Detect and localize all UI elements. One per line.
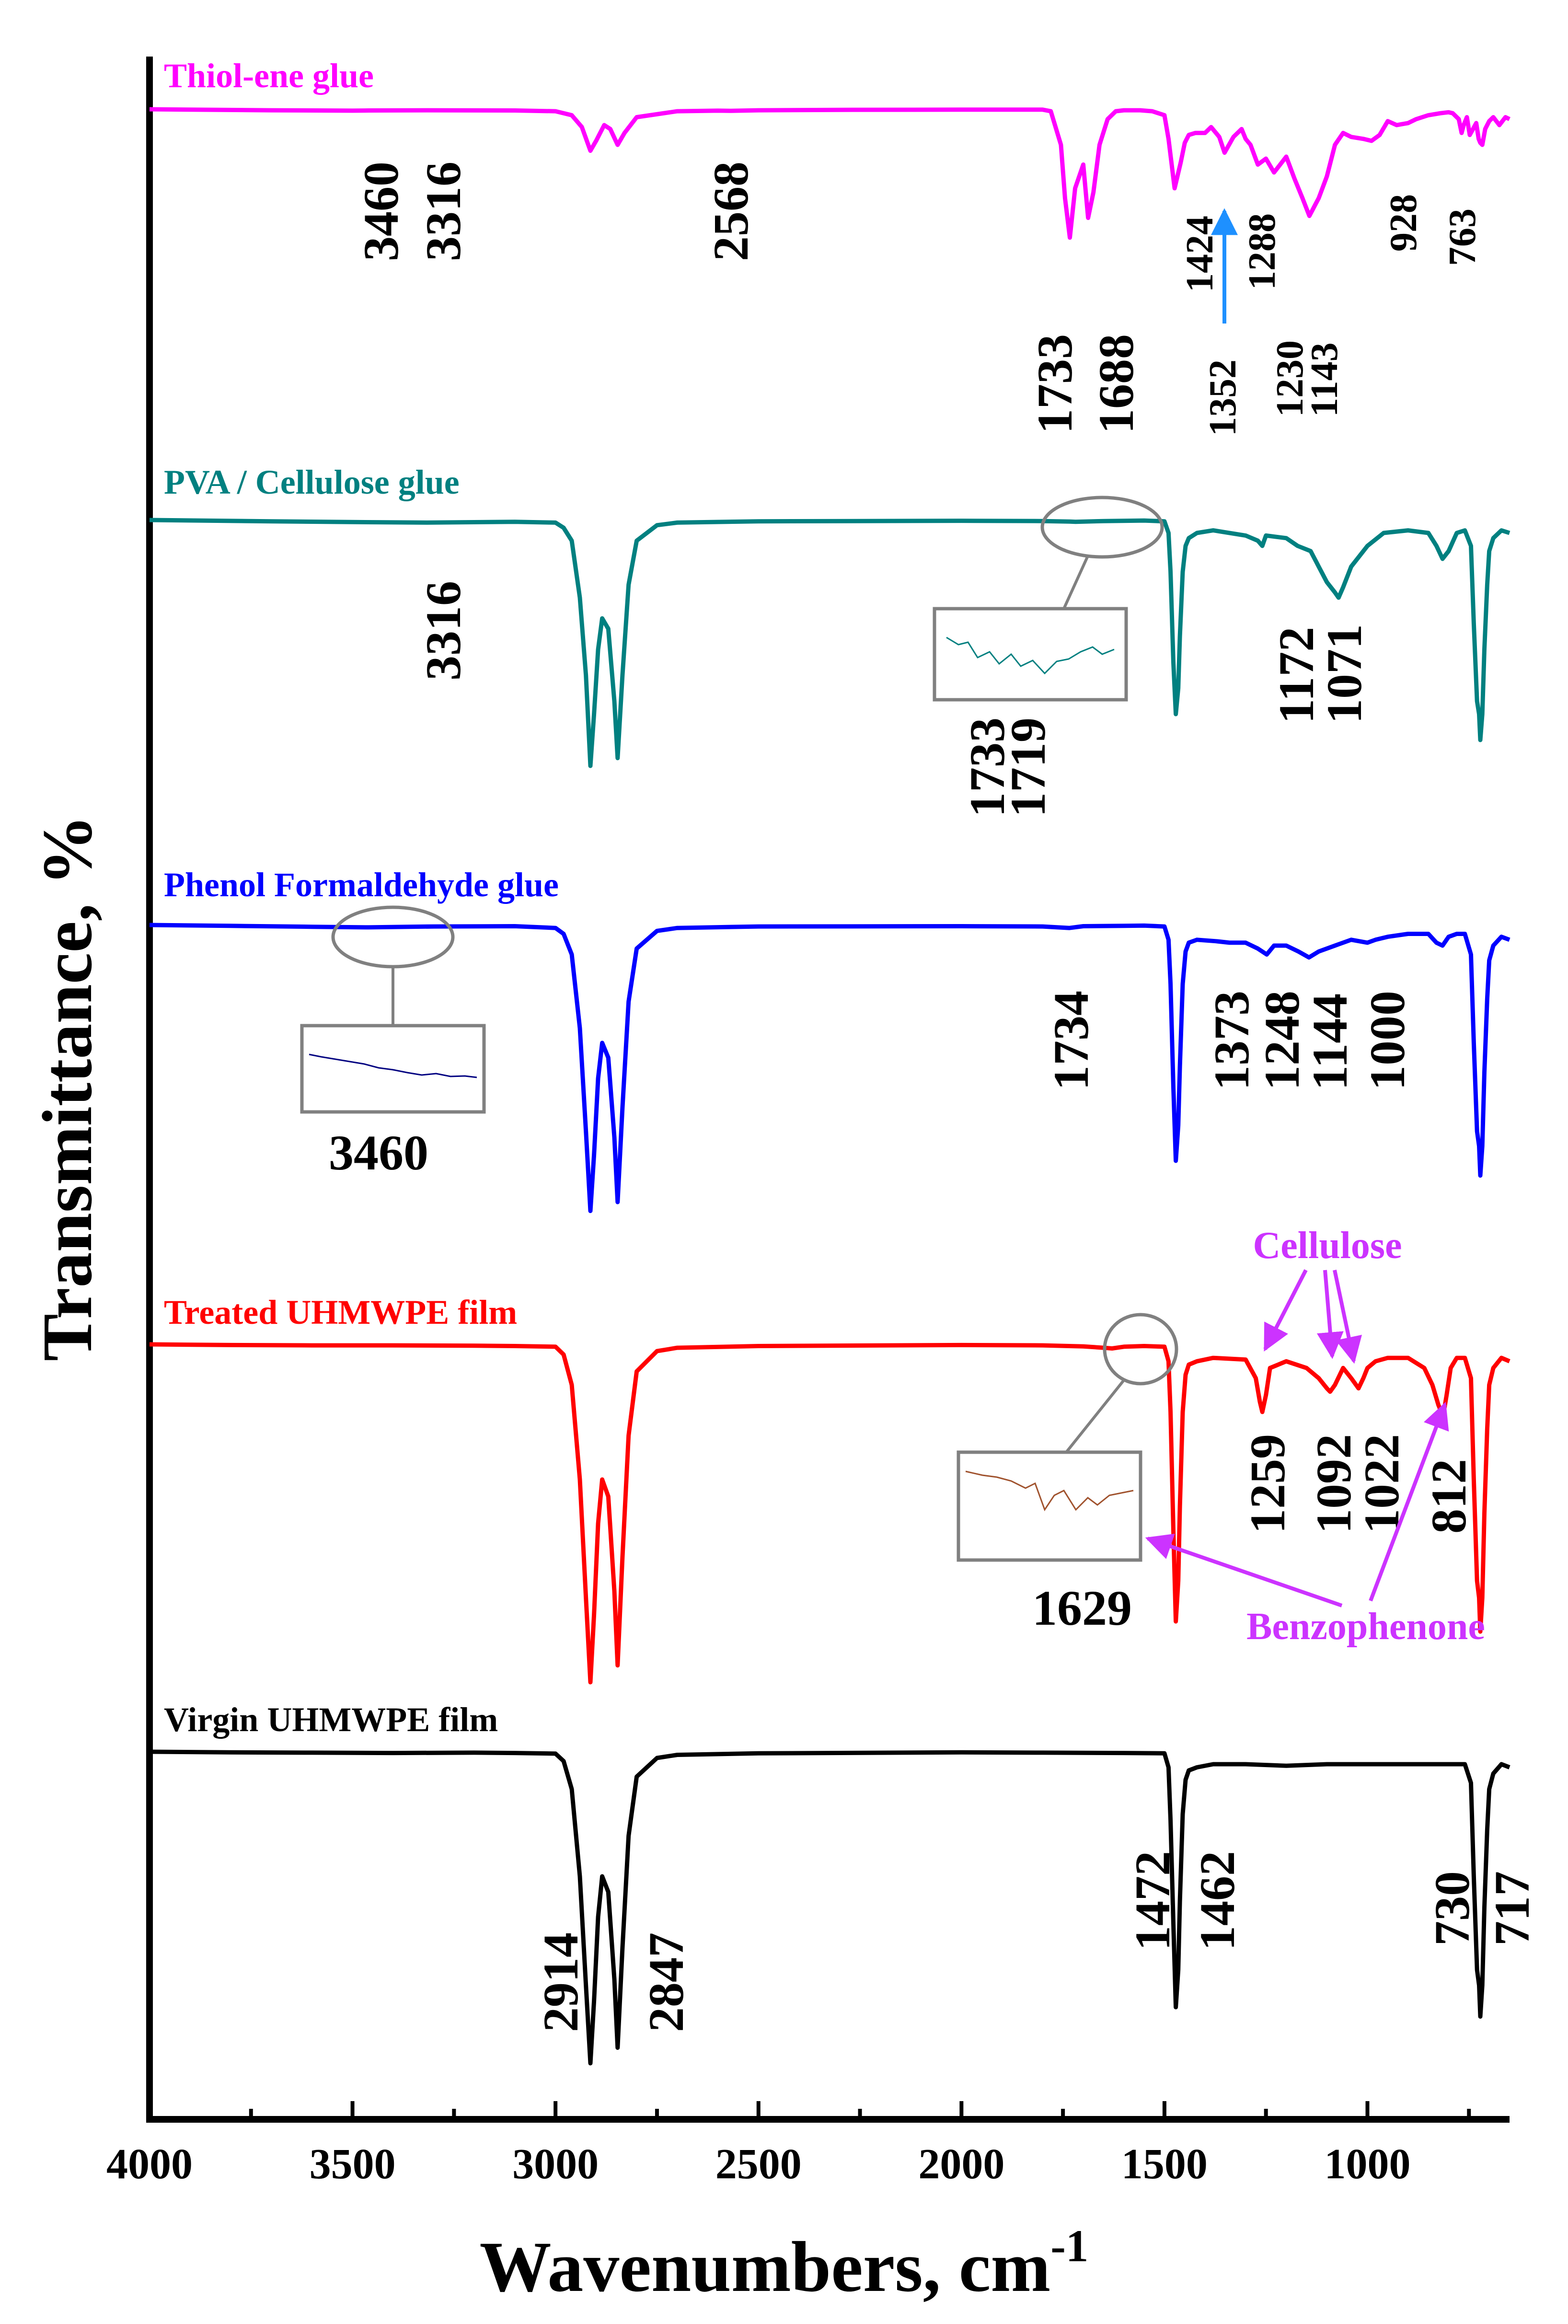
series-label-phenol-formaldehyde: Phenol Formaldehyde glue — [164, 866, 559, 904]
x-tick-label: 2500 — [715, 2140, 802, 2188]
x-tick-label: 4000 — [106, 2140, 193, 2188]
peak-label: 1719 — [1001, 717, 1056, 817]
peak-label: 3316 — [416, 581, 471, 681]
series-line-phenol-formaldehyde-glue — [149, 923, 1510, 1214]
peak-label: 1733 — [960, 717, 1015, 817]
series-label-thiol-ene: Thiol-ene glue — [164, 57, 374, 95]
peak-label: 730 — [1425, 1871, 1480, 1946]
cellulose-arrows — [1263, 1269, 1362, 1364]
cellulose-label: Cellulose — [1253, 1225, 1402, 1267]
peak-label: 1230 — [1269, 340, 1311, 417]
peak-label: 1143 — [1303, 342, 1346, 417]
peak-label: 3316 — [416, 162, 471, 261]
x-tick-label: 1000 — [1324, 2140, 1410, 2188]
series-line-pva-cellulose-glue — [149, 518, 1510, 768]
x-tick-label: 1500 — [1121, 2140, 1208, 2188]
peak-label: 1000 — [1360, 991, 1415, 1090]
peak-label: 1733 — [1027, 334, 1083, 434]
peak-label: 1071 — [1317, 624, 1372, 724]
peak-label: 1734 — [1044, 991, 1099, 1090]
peak-label: 1462 — [1190, 1851, 1245, 1951]
peak-label: 1472 — [1125, 1851, 1180, 1951]
peak-label: 1288 — [1241, 213, 1283, 290]
peak-label: 1373 — [1204, 991, 1259, 1090]
peak-label: 1172 — [1269, 627, 1324, 724]
x-tick-label: 3000 — [512, 2140, 599, 2188]
benzophenone-arrows — [1145, 1401, 1449, 1607]
peak-label: 3460 — [354, 162, 409, 261]
series-label-virgin-uhmwpe: Virgin UHMWPE film — [164, 1700, 498, 1739]
peak-label: 1248 — [1255, 991, 1310, 1090]
series-label-pva-cellulose: PVA / Cellulose glue — [164, 463, 460, 501]
series-line-virgin-uhmwpe-film — [149, 1749, 1510, 2066]
peak-label: 1688 — [1089, 334, 1144, 434]
peak-label: 1259 — [1240, 1434, 1295, 1534]
treated-zoom-callout — [957, 1313, 1178, 1562]
series-line-treated-uhmwpe-film — [149, 1342, 1510, 1685]
series-label-treated-uhmwpe: Treated UHMWPE film — [164, 1293, 517, 1331]
x-axis-title-text: Wavenumbers, cm — [480, 2227, 1051, 2307]
peak-label: 1629 — [1032, 1581, 1132, 1636]
x-axis-title-superscript: -1 — [1050, 2220, 1088, 2271]
benzophenone-label: Benzophenone — [1246, 1606, 1485, 1648]
peak-label: 1352 — [1202, 359, 1244, 436]
peak-label: 763 — [1441, 208, 1484, 266]
peak-label: 812 — [1421, 1459, 1476, 1534]
series-line-thiol-ene-glue — [149, 107, 1510, 240]
x-tick-label: 3500 — [310, 2140, 396, 2188]
peak-label: 3460 — [329, 1125, 428, 1180]
peak-label: 1092 — [1306, 1434, 1361, 1534]
peak-label: 928 — [1383, 194, 1425, 252]
pva-zoom-callout — [933, 496, 1164, 702]
peak-label: 717 — [1485, 1871, 1540, 1946]
peak-label: 2914 — [533, 1932, 588, 2032]
peak-label: 1424 — [1179, 216, 1221, 292]
peak-label: 2847 — [639, 1932, 694, 2032]
x-axis-title: Wavenumbers, cm-1 — [480, 2220, 1089, 2307]
peak-label: 2568 — [703, 162, 759, 261]
phenol-zoom-callout — [300, 905, 486, 1114]
y-axis-title: Transmittance, % — [28, 815, 107, 1361]
peak-label: 1144 — [1303, 994, 1358, 1090]
x-tick-label: 2000 — [918, 2140, 1004, 2188]
